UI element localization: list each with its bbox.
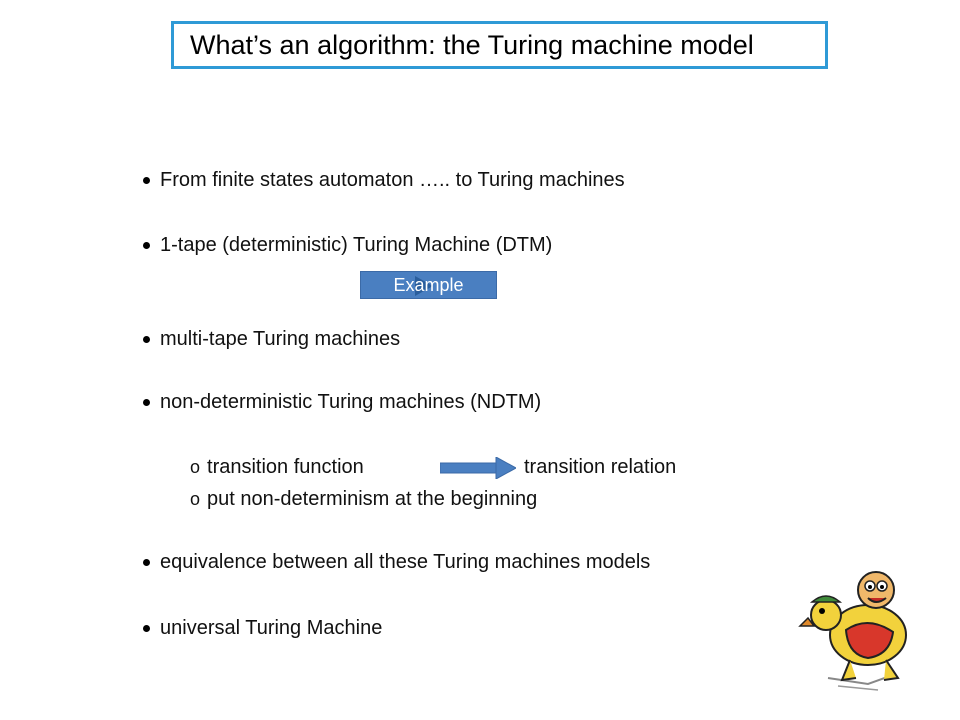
bullet-dot-icon: [143, 335, 150, 343]
bullet-dot-icon: [143, 398, 150, 406]
right-arrow-icon: [440, 457, 516, 479]
bullet-item: non-deterministic Turing machines (NDTM): [143, 390, 541, 414]
sub-bullet-text: transition function: [207, 456, 364, 478]
bullet-text: universal Turing Machine: [160, 617, 383, 639]
play-icon: [415, 276, 433, 296]
example-button-label: Example: [393, 274, 464, 295]
bullet-text: non-deterministic Turing machines (NDTM): [160, 391, 542, 413]
bullet-text: 1-tape (deterministic) Turing Machine (D…: [160, 234, 553, 256]
bullet-text: multi-tape Turing machines: [160, 328, 401, 350]
bullet-dot-icon: [143, 241, 150, 249]
bullet-item: From finite states automaton ….. to Turi…: [143, 168, 625, 192]
slide-title: What’s an algorithm: the Turing machine …: [190, 29, 754, 60]
sub-bullet-text: put non-determinism at the beginning: [207, 488, 538, 510]
sub-bullet-item: o transition function: [190, 455, 364, 479]
bullet-item: multi-tape Turing machines: [143, 327, 400, 351]
sub-bullet-right-text: transition relation: [524, 456, 677, 478]
sub-bullet-marker: o: [190, 489, 201, 509]
cartoon-ducks-illustration: [798, 571, 907, 691]
bullet-dot-icon: [143, 176, 150, 184]
bullet-dot-icon: [143, 558, 150, 566]
bullet-text: equivalence between all these Turing mac…: [160, 551, 651, 573]
sub-bullet-item: o put non-determinism at the beginning: [190, 487, 537, 511]
slide-title-box: What’s an algorithm: the Turing machine …: [171, 21, 828, 69]
bullet-item: universal Turing Machine: [143, 616, 382, 640]
sub-bullet-marker: o: [190, 457, 201, 477]
bullet-text: From finite states automaton ….. to Turi…: [160, 169, 625, 191]
bullet-dot-icon: [143, 624, 150, 632]
bullet-item: 1-tape (deterministic) Turing Machine (D…: [143, 233, 552, 257]
bullet-item: equivalence between all these Turing mac…: [143, 550, 650, 574]
sub-bullet-right-text-wrap: transition relation: [524, 455, 676, 479]
example-button[interactable]: Example: [360, 271, 497, 299]
